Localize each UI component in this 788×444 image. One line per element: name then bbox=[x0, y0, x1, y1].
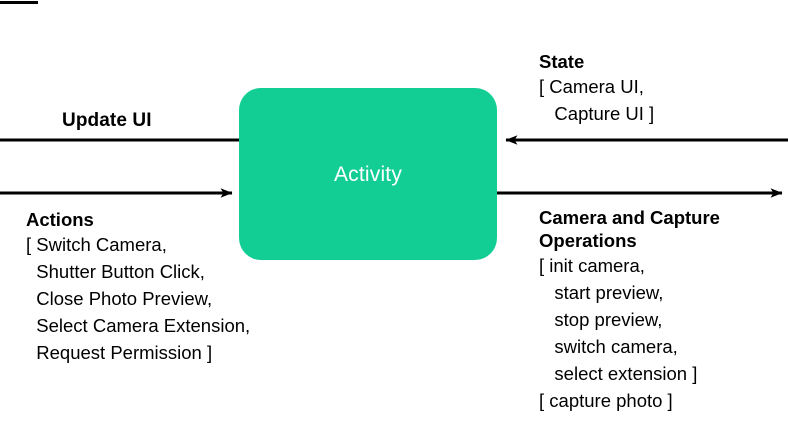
edge-label-actions: Actions [ Switch Camera, Shutter Button … bbox=[26, 208, 250, 366]
operations-line-5: [ capture photo ] bbox=[539, 390, 673, 412]
actions-line-3: Select Camera Extension, bbox=[26, 315, 251, 337]
operations-heading-line-1: Camera and Capture bbox=[539, 207, 720, 228]
actions-heading: Actions bbox=[26, 209, 94, 230]
edge-label-operations: Camera and Capture Operations [ init cam… bbox=[539, 206, 720, 414]
operations-line-0: [ init camera, bbox=[539, 255, 645, 277]
actions-line-4: Request Permission ] bbox=[26, 342, 213, 364]
edge-label-update-ui: Update UI bbox=[62, 110, 152, 131]
operations-line-3: switch camera, bbox=[539, 336, 678, 358]
crop-marker-bar bbox=[0, 1, 38, 4]
state-heading: State bbox=[539, 51, 585, 72]
state-line-1: Capture UI ] bbox=[539, 103, 655, 125]
state-line-0: [ Camera UI, bbox=[539, 76, 644, 98]
node-activity-label: Activity bbox=[333, 162, 403, 186]
operations-line-4: select extension ] bbox=[539, 363, 698, 385]
operations-line-2: stop preview, bbox=[539, 309, 663, 331]
edge-label-state: State [ Camera UI, Capture UI ] bbox=[539, 50, 654, 127]
actions-line-2: Close Photo Preview, bbox=[26, 288, 213, 310]
operations-line-1: start preview, bbox=[539, 282, 664, 304]
operations-heading-line-2: Operations bbox=[539, 230, 637, 252]
node-activity[interactable]: Activity bbox=[239, 88, 497, 260]
actions-line-1: Shutter Button Click, bbox=[26, 261, 205, 283]
actions-line-0: [ Switch Camera, bbox=[26, 234, 167, 256]
